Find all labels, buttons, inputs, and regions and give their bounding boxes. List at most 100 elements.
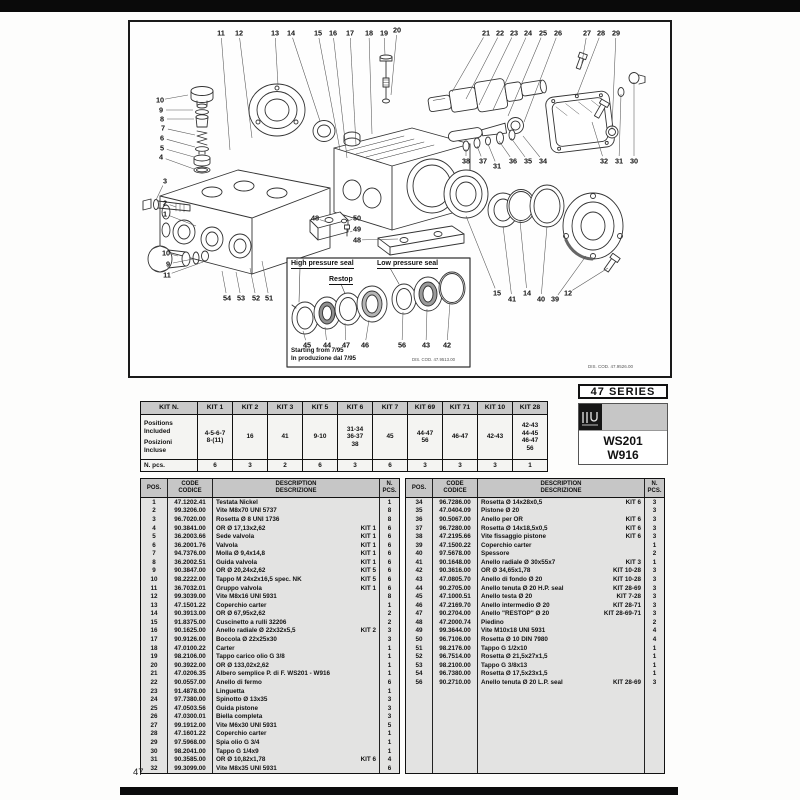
part-pcs: 6 — [387, 678, 392, 686]
part-pcs: 8 — [387, 507, 392, 515]
part-code: 90.3841.00 — [168, 523, 213, 533]
callout-number: 32 — [600, 157, 608, 166]
part-desc: OR Ø 17,13x2,62 — [216, 524, 266, 532]
callout-leader — [167, 128, 196, 136]
part-kit: KIT 6 — [625, 533, 641, 541]
kit-positions-cell: 41 — [268, 415, 303, 460]
brand-logo-icon — [579, 404, 602, 430]
kit-header-cell: KIT 7 — [373, 402, 408, 415]
page-number: 47 — [133, 767, 144, 778]
part-code: 96.7380.00 — [433, 669, 478, 679]
series-title: 47 SERIES — [578, 384, 668, 399]
part-pos: 9 — [141, 566, 168, 576]
part-desc-cell: Carter — [213, 643, 380, 653]
part-code: 98.2106.00 — [168, 652, 213, 661]
part-code: 99.1912.00 — [168, 721, 213, 730]
callout-number: 28 — [597, 29, 605, 38]
inset-low-pressure-label: Low pressure seal — [377, 260, 439, 269]
part-pos: 17 — [141, 635, 168, 644]
part-desc: Spia olio G 3/4 — [216, 738, 260, 746]
part-code: 47.0206.35 — [168, 669, 213, 679]
part-code: 97.5678.00 — [433, 549, 478, 559]
part-desc-cell: Spia olio G 3/4 — [213, 738, 380, 747]
callout-leader — [365, 319, 370, 341]
part-desc: Anello di fermo — [216, 678, 262, 686]
part-pcs: 2 — [652, 618, 657, 626]
callout-number: 13 — [271, 29, 279, 38]
kit-npcs-cell: 6 — [373, 460, 408, 472]
part-pcs: 6 — [387, 533, 392, 541]
kit-npcs-cell: 1 — [513, 460, 548, 472]
callout-number: 24 — [524, 29, 533, 38]
callout-number: 16 — [329, 29, 337, 38]
callout-number: 37 — [479, 157, 487, 166]
part-kit: KIT 6 — [625, 524, 641, 532]
pcs-header: N.PCS. — [647, 481, 662, 494]
kit-npcs-cell: 3 — [408, 460, 443, 472]
part-code: 98.2100.00 — [433, 660, 478, 670]
callout-number: 48 — [311, 214, 319, 223]
part-pos: 20 — [141, 660, 168, 670]
part-pos: 3 — [141, 515, 168, 524]
kit-npcs-cell: 3 — [478, 460, 513, 472]
part-pos: 32 — [141, 763, 168, 773]
callout-leader — [492, 37, 527, 111]
callout-number: 22 — [496, 29, 504, 38]
part-pos: 22 — [141, 678, 168, 687]
callout-leader — [447, 301, 451, 341]
callout-number: 2 — [163, 199, 167, 208]
part-kit: KIT 10-28 — [613, 567, 641, 575]
callout-leader — [221, 270, 227, 294]
part-code: 90.3847.00 — [168, 566, 213, 576]
part-code: 47.1501.22 — [168, 600, 213, 610]
callout-leader — [557, 255, 587, 296]
part-kit: KIT 10-28 — [613, 575, 641, 583]
part-desc: Biella completa — [216, 713, 263, 721]
callout-number: 25 — [539, 29, 547, 38]
part-pcs: 3 — [652, 567, 657, 575]
inset-note-en: Starting from 7/95 — [291, 347, 344, 354]
top-scan-bar — [0, 0, 800, 12]
callout-leader — [170, 253, 179, 257]
part-desc: Coperchio carter — [216, 601, 267, 609]
part-kit: KIT 28-69 — [613, 678, 641, 686]
callout-leader — [611, 37, 617, 129]
callout-number: 36 — [509, 157, 517, 166]
callout-number: 5 — [160, 144, 164, 153]
part-pos: 46 — [406, 600, 433, 610]
part-pos: 37 — [406, 523, 433, 533]
part-code: 94.7376.00 — [168, 549, 213, 559]
callout-number: 52 — [252, 294, 260, 303]
part-code: 36.2002.51 — [168, 558, 213, 567]
part-code: 90.1648.00 — [433, 558, 478, 567]
part-pos: 53 — [406, 660, 433, 670]
part-code: 47.0300.01 — [168, 712, 213, 722]
part-kit: KIT 1 — [360, 584, 376, 592]
inset-drawing-code: DIS. COD. 47.9513.00 — [412, 357, 455, 362]
part-desc: Testata Nickel — [216, 498, 258, 506]
part-pcs: 1 — [387, 601, 392, 609]
callout-leader — [465, 37, 498, 100]
callout-leader — [519, 220, 527, 289]
part-pcs: 5 — [387, 721, 392, 729]
part-desc: Tappo G 1/2x10 — [481, 644, 528, 652]
callout-number: 39 — [551, 295, 559, 304]
part-code: 99.3206.00 — [168, 506, 213, 516]
part-code: 99.3099.00 — [168, 763, 213, 773]
part-pos: 11 — [141, 583, 168, 593]
part-code: 98.2222.00 — [168, 575, 213, 584]
